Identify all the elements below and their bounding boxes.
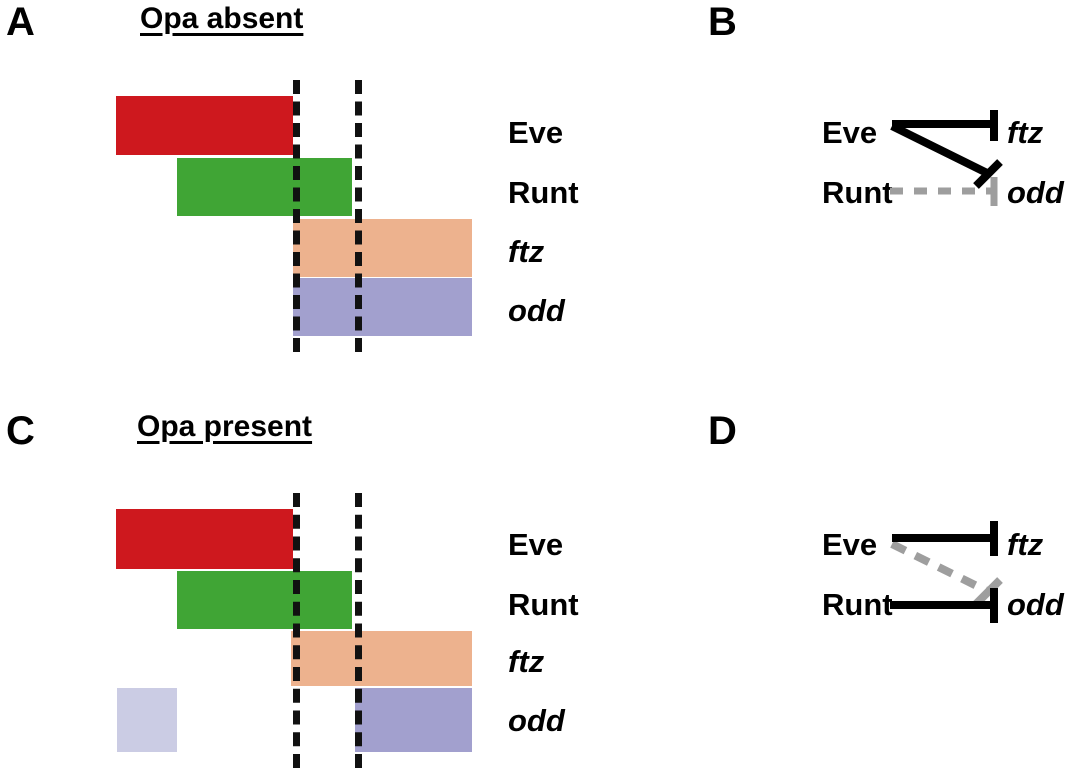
- guide-line-right-c: [355, 493, 362, 768]
- row-label-ftz-c: ftz: [508, 644, 545, 679]
- edge-eve-ftz-b-active: [892, 110, 998, 141]
- edge-eve-odd-b-active: [890, 122, 1003, 189]
- row-label-eve-c: Eve: [508, 527, 564, 562]
- panel-c-title: Opa present: [137, 410, 313, 443]
- panel-letter-d: D: [708, 409, 737, 453]
- row-label-odd-c: odd: [508, 703, 565, 738]
- row-label-ftz-a: ftz: [508, 234, 545, 269]
- edge-runt-odd-b-inactive: [890, 177, 998, 206]
- edge-eve-ftz-d-active: [892, 521, 998, 556]
- net-node-eve-d: Eve: [822, 527, 878, 562]
- net-node-eve-b: Eve: [822, 115, 878, 150]
- edge-runt-odd-d-active: [890, 588, 998, 623]
- net-node-runt-d: Runt: [822, 587, 893, 622]
- guide-line-right-a: [355, 80, 362, 352]
- network-edges-d: [890, 521, 1003, 623]
- panel-letter-b: B: [708, 0, 737, 44]
- row-label-eve-a: Eve: [508, 115, 564, 150]
- bar-runt-c: [177, 571, 352, 629]
- net-node-ftz-d: ftz: [1007, 527, 1044, 562]
- row-label-runt-a: Runt: [508, 175, 579, 210]
- bar-eve-a: [116, 96, 293, 155]
- bar-odd-c: [355, 688, 472, 752]
- row-label-odd-a: odd: [508, 293, 565, 328]
- net-node-odd-d: odd: [1007, 587, 1064, 622]
- net-node-odd-b: odd: [1007, 175, 1064, 210]
- bar-runt-a: [177, 158, 352, 216]
- panel-letter-c: C: [6, 409, 35, 453]
- row-label-runt-c: Runt: [508, 587, 579, 622]
- bar-ftz-a: [293, 219, 472, 277]
- net-node-ftz-b: ftz: [1007, 115, 1044, 150]
- bar-odd-anterior-faint-c: [117, 688, 177, 752]
- guide-line-left-c: [293, 493, 300, 768]
- edge-eve-odd-d-inactive: [890, 540, 1003, 607]
- bar-odd-a: [293, 278, 472, 336]
- network-edges-b: [890, 110, 1003, 206]
- panel-letter-a: A: [6, 0, 35, 44]
- net-node-runt-b: Runt: [822, 175, 893, 210]
- guide-line-left-a: [293, 80, 300, 352]
- bar-ftz-c: [291, 631, 472, 686]
- panel-a-title: Opa absent: [140, 2, 304, 35]
- bar-eve-c: [116, 509, 293, 569]
